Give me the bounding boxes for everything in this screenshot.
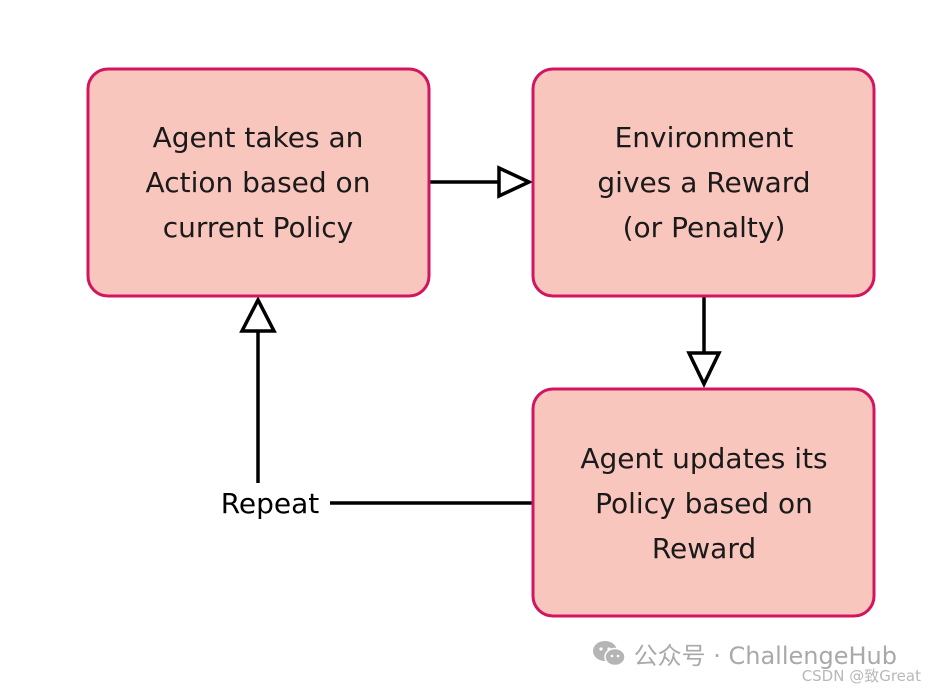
node-agent-action: Agent takes an Action based on current P…: [86, 67, 431, 298]
node-reward-line-1: Environment: [615, 121, 794, 154]
node-action-line-3: current Policy: [163, 211, 353, 244]
arrowhead-right-icon: [497, 165, 534, 199]
node-update-line-1: Agent updates its: [580, 442, 827, 475]
node-reward-line-3: (or Penalty): [623, 211, 786, 244]
arrowhead-down-icon: [686, 351, 722, 389]
node-update-line-3: Reward: [652, 532, 756, 565]
node-agent-update: Agent updates its Policy based on Reward: [531, 387, 876, 618]
node-reward-line-2: gives a Reward: [597, 166, 810, 199]
watermark-main-text: 公众号 · ChallengeHub: [633, 642, 897, 670]
wechat-icon: [592, 640, 626, 666]
node-action-line-1: Agent takes an: [153, 121, 364, 154]
node-update-line-2: Policy based on: [595, 487, 813, 520]
arrowhead-up-icon: [239, 296, 277, 333]
edge-action-to-reward: [429, 165, 534, 199]
edge-label-repeat: Repeat: [221, 487, 320, 520]
edge-reward-to-update: [686, 296, 722, 389]
edge-update-to-action: Repeat: [221, 296, 533, 520]
node-environment-reward: Environment gives a Reward (or Penalty): [531, 67, 876, 298]
node-action-line-2: Action based on: [146, 166, 371, 199]
watermark-sub: CSDN @致Great: [802, 665, 921, 686]
watermark-main: 公众号 · ChallengeHub: [592, 636, 897, 671]
watermark-sub-text: CSDN @致Great: [801, 667, 921, 685]
